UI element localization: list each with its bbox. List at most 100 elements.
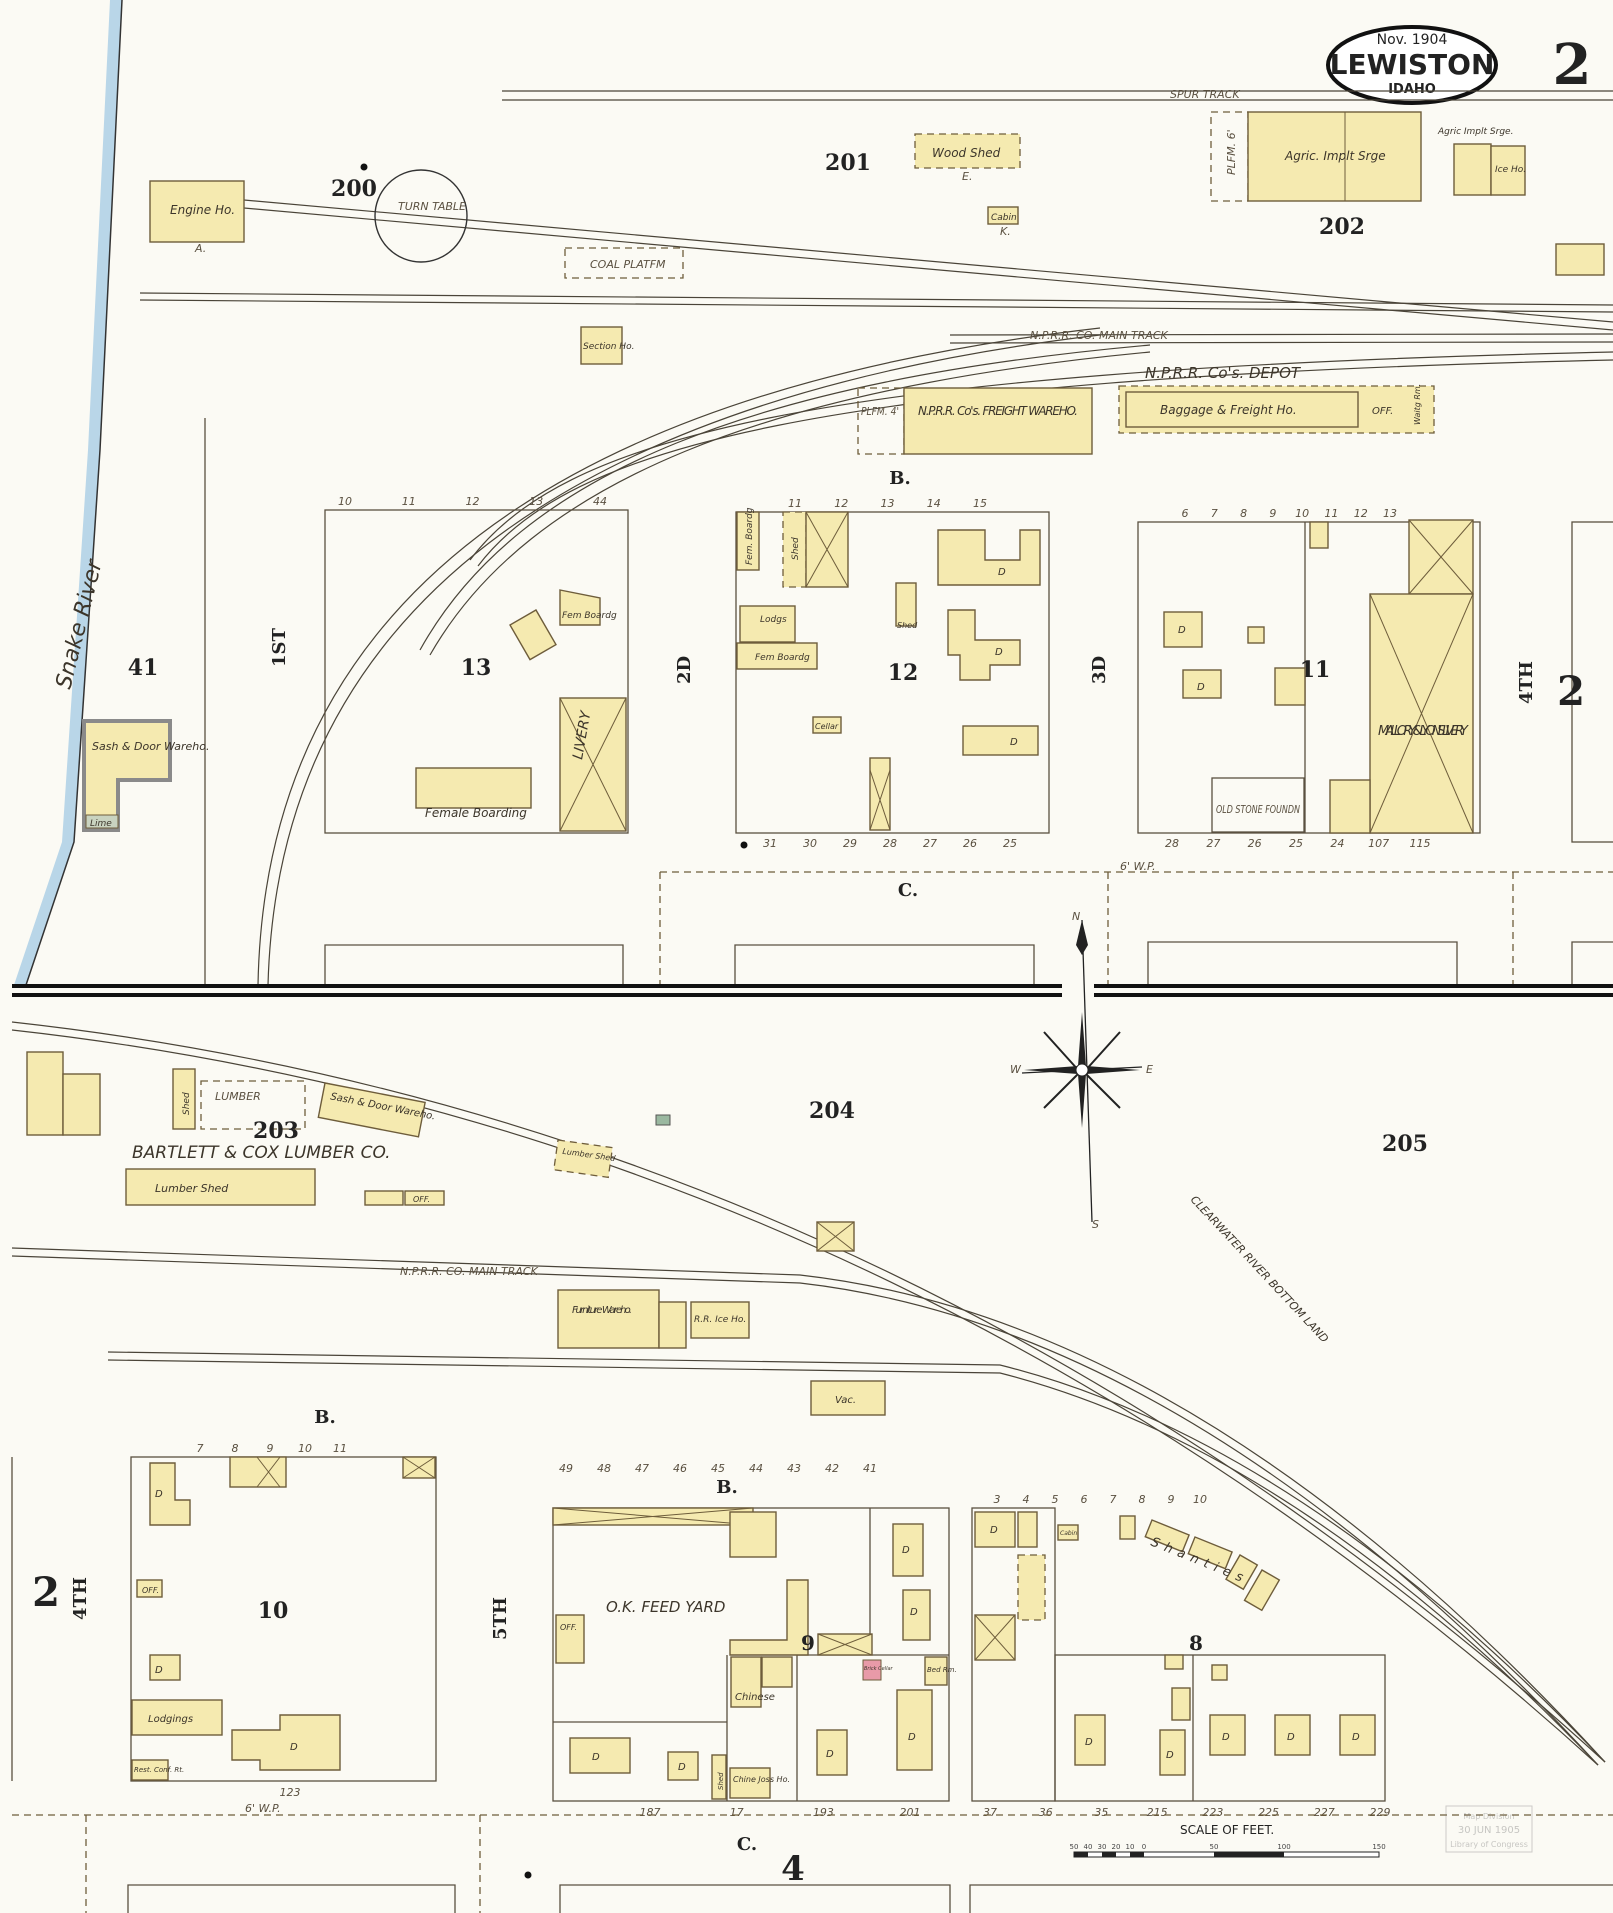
brick-cellar bbox=[862, 1659, 882, 1681]
lot-number: 17 bbox=[730, 1806, 744, 1819]
lot-number: 26 bbox=[963, 837, 977, 850]
shed-203 bbox=[172, 1068, 196, 1130]
svg-text:Library of Congress: Library of Congress bbox=[1450, 1840, 1528, 1849]
upper-tracks: N.P.R.R. CO. MAIN TRACK bbox=[139, 199, 1613, 986]
lot-number: 123 bbox=[280, 1786, 301, 1799]
main-track-label: N.P.R.R. CO. MAIN TRACK bbox=[1030, 329, 1169, 342]
lot-number: 31 bbox=[763, 837, 777, 850]
street-b-mid: B. bbox=[716, 1477, 737, 1498]
block-2-left: 2 bbox=[32, 1569, 60, 1616]
svg-text:MALLORY & LYON'S LIVERY: MALLORY & LYON'S LIVERY bbox=[1378, 724, 1469, 739]
svg-text:8: 8 bbox=[1189, 1631, 1203, 1655]
block-200: 200 bbox=[331, 176, 377, 202]
svg-text:13: 13 bbox=[461, 655, 492, 681]
wood-shed bbox=[914, 133, 1021, 169]
section-house bbox=[580, 326, 623, 365]
street-5th: 5TH bbox=[490, 1597, 511, 1640]
turn-table bbox=[374, 169, 468, 263]
svg-text:D: D bbox=[990, 1525, 998, 1536]
block-203: 203 bbox=[253, 1118, 299, 1144]
lot-number: 44 bbox=[593, 495, 607, 508]
sash-door-warehouse-41 bbox=[82, 719, 172, 832]
lot-number: 6 bbox=[1081, 1493, 1088, 1506]
street-c-bottom: C. bbox=[737, 1834, 757, 1855]
lot-number: 14 bbox=[927, 497, 941, 510]
svg-text:D: D bbox=[592, 1752, 600, 1763]
livery-annex bbox=[1329, 779, 1371, 834]
lot-number: 25 bbox=[1289, 837, 1303, 850]
svg-text:D: D bbox=[678, 1762, 686, 1773]
lot-number: 49 bbox=[559, 1462, 573, 1475]
title-state: IDAHO bbox=[1388, 82, 1436, 97]
lot-number: 229 bbox=[1370, 1806, 1391, 1819]
svg-text:D: D bbox=[908, 1732, 916, 1743]
svg-text:D: D bbox=[902, 1545, 910, 1556]
lot-number: 45 bbox=[711, 1462, 725, 1475]
title-city: LEWISTON bbox=[1330, 48, 1495, 81]
lot-number: 227 bbox=[1314, 1806, 1335, 1819]
svg-text:10: 10 bbox=[258, 1598, 289, 1624]
library-stamp: Map Division 30 JUN 1905 Library of Cong… bbox=[1445, 1805, 1533, 1853]
block-204: 204 bbox=[809, 1098, 855, 1124]
chinese-label: Chinese bbox=[735, 1692, 775, 1703]
svg-text:TURN TABLE: TURN TABLE bbox=[398, 200, 466, 213]
svg-text:Fem. Boardg: Fem. Boardg bbox=[745, 507, 755, 565]
svg-text:12: 12 bbox=[888, 660, 919, 686]
svg-text:Lumber Shed: Lumber Shed bbox=[155, 1182, 229, 1195]
scale-tick-label: 20 bbox=[1112, 1843, 1121, 1851]
svg-text:Lodgs: Lodgs bbox=[760, 615, 787, 625]
svg-text:Sash & Door Wareho.: Sash & Door Wareho. bbox=[92, 740, 209, 753]
scale-tick-label: 0 bbox=[1142, 1843, 1146, 1851]
lot-number: 11 bbox=[333, 1442, 347, 1455]
agric-implement-storage bbox=[1247, 111, 1422, 202]
block-12 bbox=[735, 511, 1050, 834]
lot-number: 13 bbox=[881, 497, 895, 510]
svg-text:6' W.P.: 6' W.P. bbox=[245, 1802, 281, 1815]
lot-number: 11 bbox=[1324, 507, 1338, 520]
svg-text:D: D bbox=[1010, 737, 1018, 748]
bartlett-cox-label: BARTLETT & COX LUMBER CO. bbox=[132, 1143, 391, 1163]
lot-number: 35 bbox=[1094, 1806, 1108, 1819]
svg-text:PLFM. 6': PLFM. 6' bbox=[1225, 129, 1238, 175]
svg-text:Wood Shed: Wood Shed bbox=[932, 146, 1001, 160]
lot-number: 36 bbox=[1039, 1806, 1053, 1819]
main-street bbox=[12, 984, 1613, 997]
block-8 bbox=[1054, 1654, 1386, 1802]
svg-text:Agric. Implt Srge: Agric. Implt Srge bbox=[1284, 149, 1386, 163]
svg-text:Chine Joss Ho.: Chine Joss Ho. bbox=[733, 1775, 790, 1784]
svg-text:D: D bbox=[1178, 625, 1186, 636]
svg-text:D: D bbox=[1287, 1732, 1295, 1743]
svg-text:Shed: Shed bbox=[897, 621, 918, 630]
svg-text:OLD STONE FOUNDN: OLD STONE FOUNDN bbox=[1216, 803, 1300, 816]
svg-text:Shed: Shed bbox=[182, 1092, 192, 1115]
svg-text:R.R. Ice Ho.: R.R. Ice Ho. bbox=[694, 1315, 746, 1325]
svg-text:K.: K. bbox=[1000, 225, 1011, 238]
lot-number: 12 bbox=[1354, 507, 1368, 520]
lot-number: 48 bbox=[597, 1462, 611, 1475]
lot-number: 3 bbox=[994, 1493, 1001, 1506]
svg-text:Rest. Conf. Rt.: Rest. Conf. Rt. bbox=[134, 1766, 184, 1774]
main-track-label-lower: N.P.R.R. CO. MAIN TRACK bbox=[400, 1265, 539, 1278]
svg-text:Baggage & Freight Ho.: Baggage & Freight Ho. bbox=[1160, 403, 1297, 417]
svg-text:Section Ho.: Section Ho. bbox=[583, 342, 634, 352]
block-2-right: 2 bbox=[1557, 668, 1585, 715]
agric-storage-small bbox=[1453, 143, 1492, 196]
svg-text:Bed Rm.: Bed Rm. bbox=[927, 1666, 957, 1674]
svg-text:E: E bbox=[1146, 1063, 1153, 1076]
block-201: 201 bbox=[825, 150, 871, 176]
svg-text:D: D bbox=[998, 567, 1006, 578]
lot-number: 9 bbox=[267, 1442, 274, 1455]
building-edge bbox=[1555, 243, 1605, 276]
svg-text:OFF.: OFF. bbox=[413, 1195, 430, 1204]
scale-tick-label: 10 bbox=[1126, 1843, 1135, 1851]
lot-number: 37 bbox=[983, 1806, 997, 1819]
lot-number: 30 bbox=[803, 837, 817, 850]
svg-text:N.P.R.R. Co's. FREIGHT WAREHO.: N.P.R.R. Co's. FREIGHT WAREHO. bbox=[918, 404, 1078, 418]
street-c-mid: C. bbox=[898, 880, 918, 901]
svg-text:B.: B. bbox=[889, 468, 910, 489]
lot-number: 44 bbox=[749, 1462, 763, 1475]
scale-tick-label: 50 bbox=[1070, 1843, 1079, 1851]
svg-text:OFF.: OFF. bbox=[560, 1623, 577, 1632]
lot-number: 24 bbox=[1330, 837, 1344, 850]
